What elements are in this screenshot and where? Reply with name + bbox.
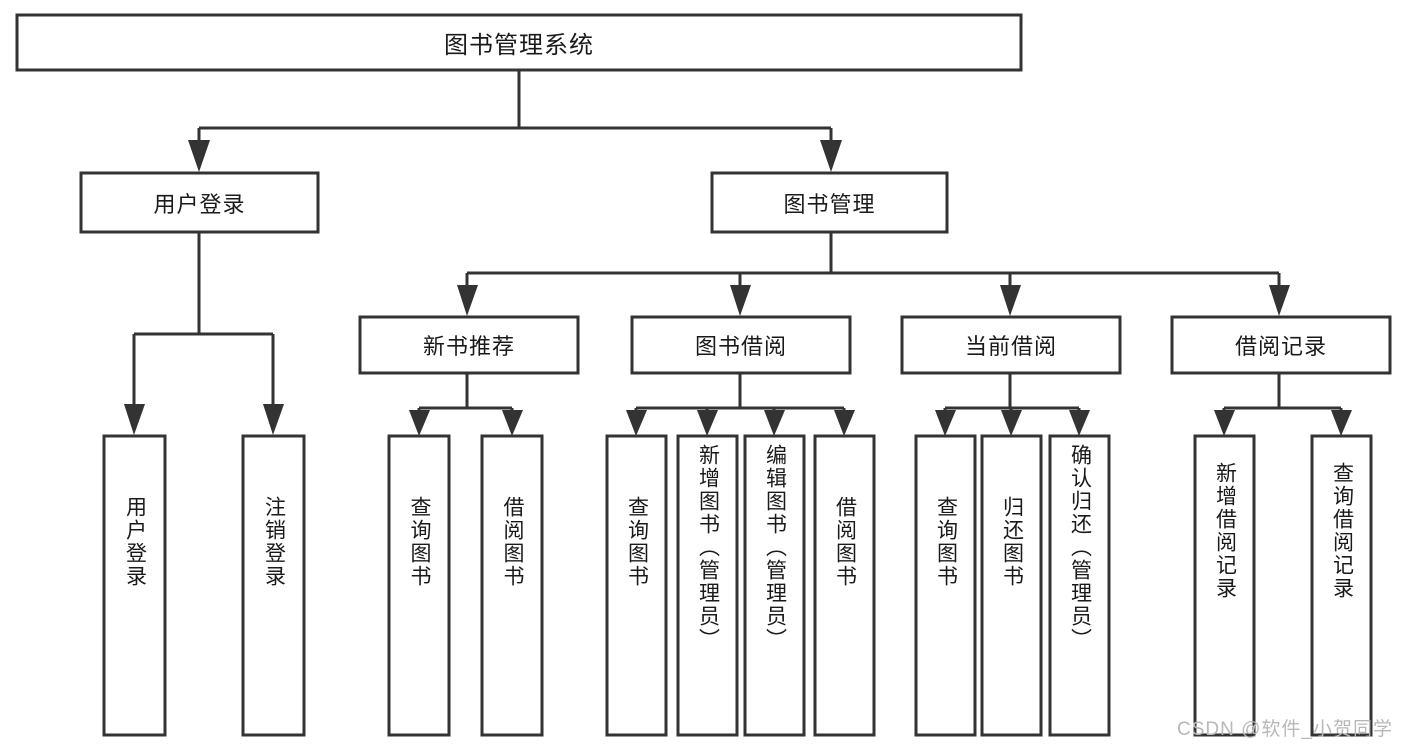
node-root-box[interactable] xyxy=(15,13,1023,72)
node-new-book-recommend-box[interactable] xyxy=(358,315,580,375)
node-leaf-add-record-box[interactable] xyxy=(1193,434,1256,737)
node-user-login-box[interactable] xyxy=(79,171,320,234)
arrowhead-leaf-edit-book xyxy=(764,410,785,436)
node-leaf-query-book-2-box[interactable] xyxy=(605,434,668,737)
arrowhead-book-management xyxy=(820,140,842,172)
arrowhead-leaf-user-login xyxy=(124,404,145,435)
arrowhead-leaf-confirm-return xyxy=(1069,410,1090,436)
arrowhead-leaf-user-logout xyxy=(263,404,284,435)
arrowhead-leaf-query-book-2 xyxy=(626,410,647,436)
node-leaf-user-logout-box[interactable] xyxy=(241,434,306,737)
node-leaf-borrow-book-1-box[interactable] xyxy=(480,434,544,737)
arrowhead-leaf-query-record xyxy=(1331,410,1352,436)
arrowhead-leaf-add-record xyxy=(1214,410,1235,436)
arrowhead-leaf-return-book xyxy=(1001,410,1022,436)
arrowhead-current-borrow xyxy=(1000,285,1021,316)
node-leaf-confirm-return-box[interactable] xyxy=(1048,434,1111,737)
node-leaf-edit-book-box[interactable] xyxy=(743,434,806,737)
arrowhead-leaf-query-book-1 xyxy=(409,410,430,436)
node-book-borrow-box[interactable] xyxy=(630,315,852,375)
node-leaf-borrow-book-2-box[interactable] xyxy=(813,434,876,737)
arrowhead-leaf-borrow-book-1 xyxy=(502,410,523,436)
arrowhead-user-login xyxy=(188,140,210,172)
node-leaf-query-book-1-box[interactable] xyxy=(387,434,451,737)
arrowhead-leaf-query-book-3 xyxy=(935,410,956,436)
node-leaf-query-record-box[interactable] xyxy=(1310,434,1373,737)
node-leaf-user-login-box[interactable] xyxy=(102,434,167,737)
node-borrow-record-box[interactable] xyxy=(1170,315,1392,375)
arrowhead-leaf-add-book xyxy=(697,410,718,436)
arrowhead-leaf-borrow-book-2 xyxy=(834,410,855,436)
node-leaf-add-book-box[interactable] xyxy=(676,434,739,737)
arrowhead-borrow-record xyxy=(1269,285,1290,316)
arrowhead-book-borrow xyxy=(730,285,751,316)
node-book-management-box[interactable] xyxy=(710,171,949,234)
node-leaf-return-book-box[interactable] xyxy=(980,434,1043,737)
node-current-borrow-box[interactable] xyxy=(900,315,1122,375)
node-leaf-query-book-3-box[interactable] xyxy=(914,434,977,737)
arrowhead-new-book-recommend xyxy=(457,285,478,316)
